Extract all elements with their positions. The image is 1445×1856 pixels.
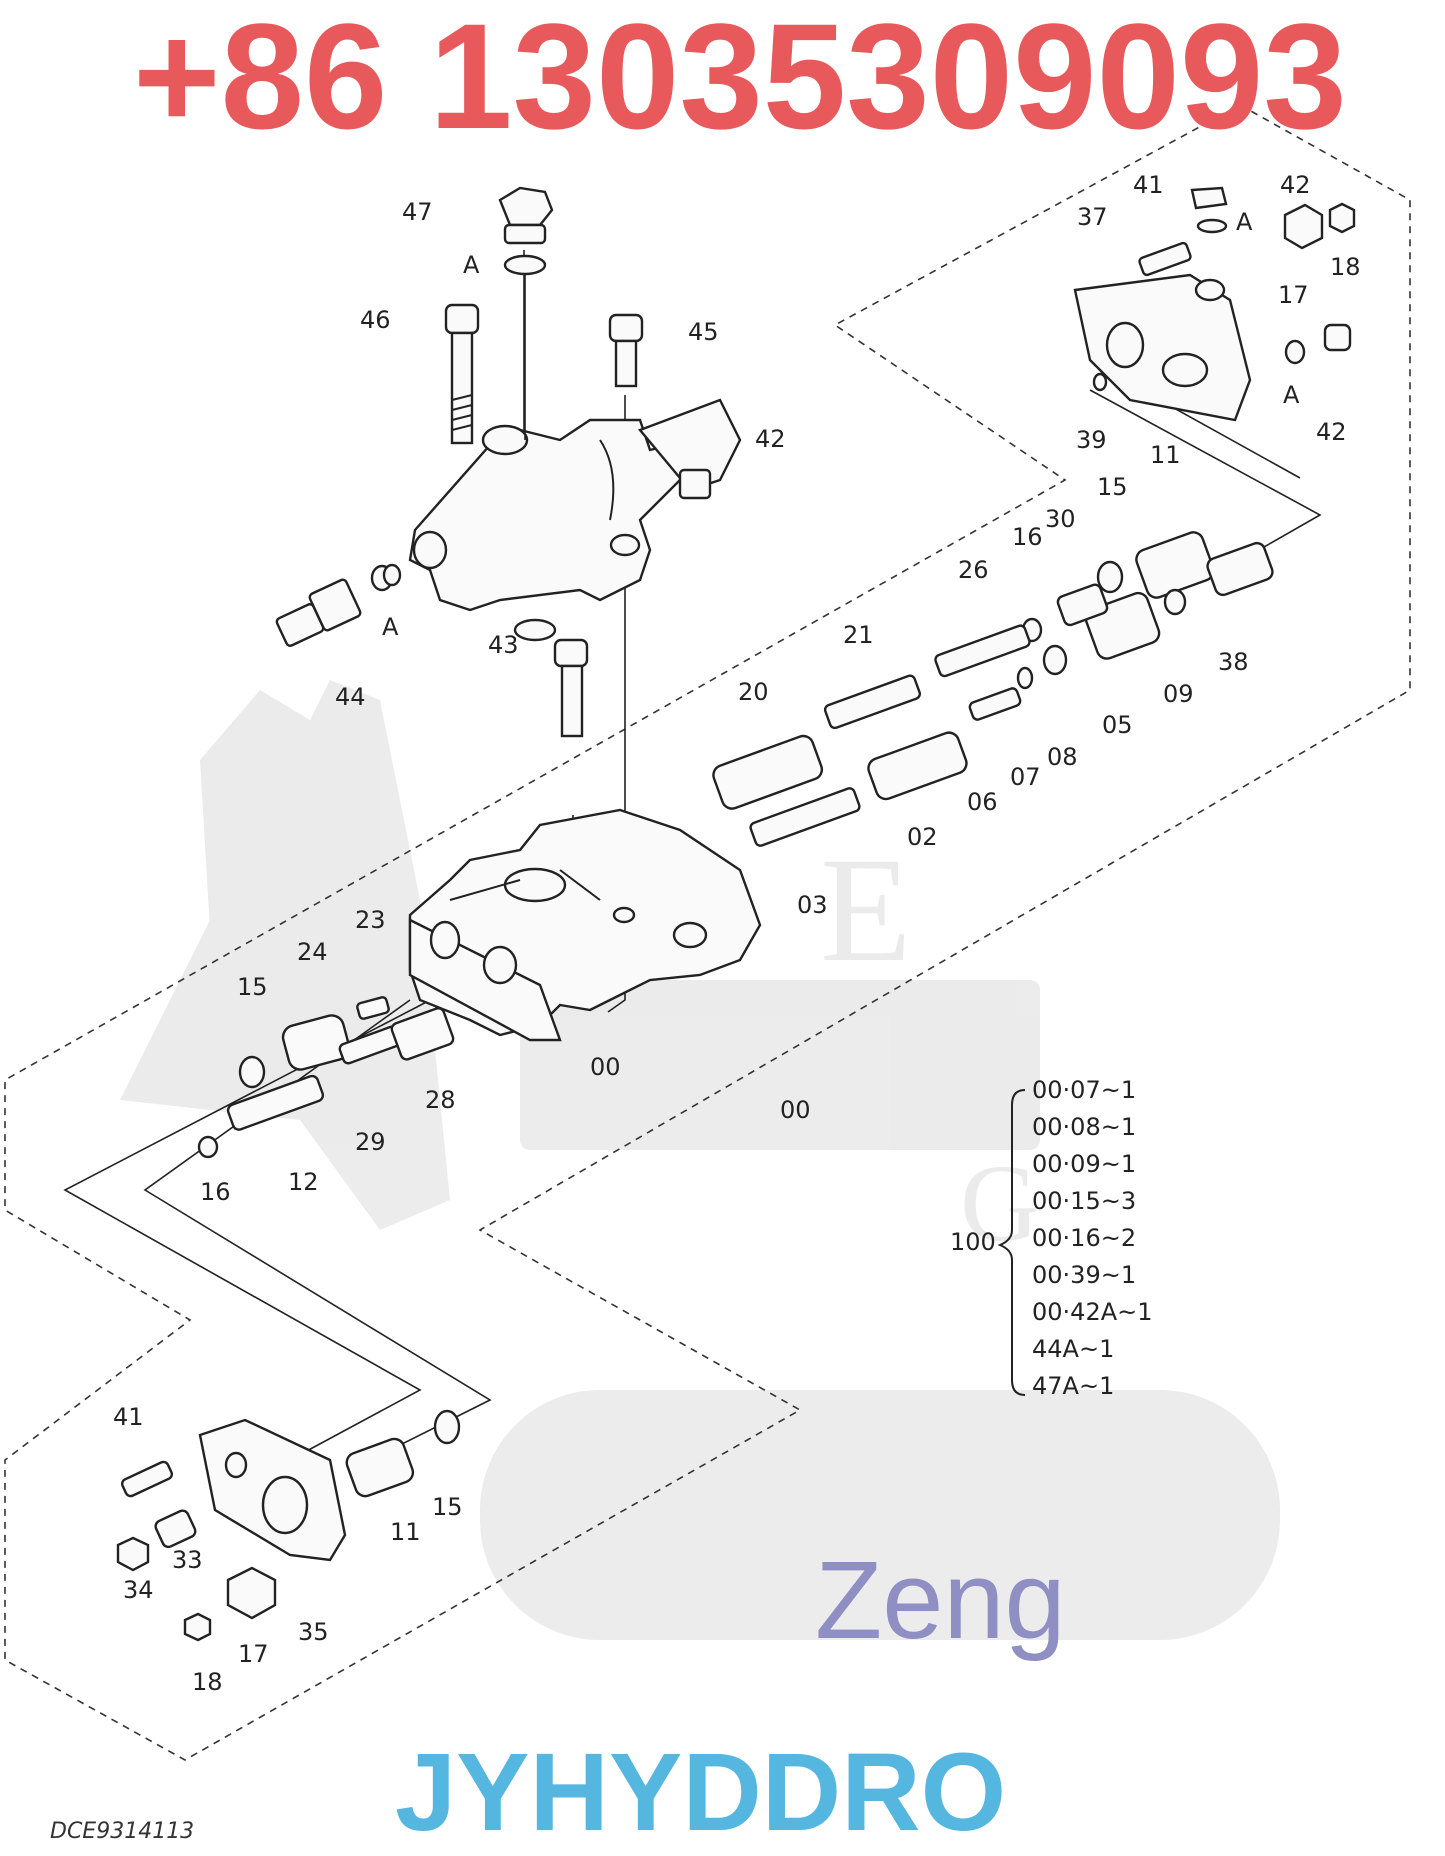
callout-26: 26 <box>958 556 989 584</box>
callout-15-top: 15 <box>1097 473 1128 501</box>
diagram-code: DCE9314113 <box>50 1819 194 1844</box>
callout-03: 03 <box>797 891 828 919</box>
callout-42-bottom-a: A <box>1283 381 1300 409</box>
callout-29: 29 <box>355 1128 386 1156</box>
bolt-46 <box>444 303 480 445</box>
logo-letter-n: N <box>900 973 987 1106</box>
callout-02: 02 <box>907 823 938 851</box>
callout-23: 23 <box>355 906 386 934</box>
kit-item: 47A~1 <box>1032 1372 1114 1400</box>
kit-list: 100 00·07~1 00·08~1 00·09~1 00·15~3 00·1… <box>950 1076 1153 1400</box>
callout-06: 06 <box>967 788 998 816</box>
brand-watermark: JYHYDDRO <box>395 1731 1006 1854</box>
callout-05: 05 <box>1102 711 1133 739</box>
callout-43: 43 <box>488 631 519 659</box>
callout-12: 12 <box>288 1168 319 1196</box>
callout-30: 30 <box>1045 505 1076 533</box>
phone-watermark: +86 13035309093 <box>133 0 1347 160</box>
callout-07: 07 <box>1010 763 1041 791</box>
logo-letter-e: E <box>820 827 912 993</box>
callout-44a: A <box>382 613 399 641</box>
callout-11-top: 11 <box>1150 441 1181 469</box>
callout-00-body: 00 <box>590 1053 621 1081</box>
zeng-watermark: Zeng <box>815 1539 1066 1662</box>
callout-labels: 47 A 46 45 42 44 A 43 41 42 A 37 18 17 3… <box>113 171 1361 1696</box>
callout-41-bottom: 41 <box>113 1403 144 1431</box>
kit-item: 00·42A~1 <box>1032 1298 1153 1326</box>
callout-33: 33 <box>172 1546 203 1574</box>
callout-45: 45 <box>688 318 719 346</box>
callout-08: 08 <box>1047 743 1078 771</box>
callout-00-group: 00 <box>780 1096 811 1124</box>
dashed-group-outlines <box>4 104 1411 1761</box>
left-spool-parts <box>197 996 455 1159</box>
plug-47 <box>498 186 554 440</box>
callout-34: 34 <box>123 1576 154 1604</box>
callout-09: 09 <box>1163 680 1194 708</box>
callout-20: 20 <box>738 678 769 706</box>
callout-21: 21 <box>843 621 874 649</box>
callout-47: 47 <box>402 198 433 226</box>
callout-42-main: 42 <box>755 425 786 453</box>
callout-39: 39 <box>1076 426 1107 454</box>
kit-item: 00·08~1 <box>1032 1113 1136 1141</box>
kit-item: 00·09~1 <box>1032 1150 1136 1178</box>
cover-37 <box>1073 186 1356 422</box>
lower-cover-35 <box>116 1409 461 1642</box>
callout-42-top: 42 <box>1280 171 1311 199</box>
callout-18-bottom: 18 <box>192 1668 223 1696</box>
bolt-45 <box>608 313 644 388</box>
kit-item: 00·07~1 <box>1032 1076 1136 1104</box>
callout-28: 28 <box>425 1086 456 1114</box>
kit-item: 00·16~2 <box>1032 1224 1136 1252</box>
callout-15-mid: 15 <box>237 973 268 1001</box>
main-valve-body-00 <box>408 808 762 1042</box>
callout-47a: A <box>463 251 480 279</box>
callout-17-bottom: 17 <box>238 1640 269 1668</box>
background-logo-watermark: Z E N G <box>120 680 1280 1640</box>
callout-38: 38 <box>1218 648 1249 676</box>
callout-41-top: 41 <box>1133 171 1164 199</box>
callout-46: 46 <box>360 306 391 334</box>
kit-label: 100 <box>950 1228 996 1256</box>
kit-item: 00·39~1 <box>1032 1261 1136 1289</box>
callout-37: 37 <box>1077 203 1108 231</box>
kit-item: 44A~1 <box>1032 1335 1114 1363</box>
callout-35: 35 <box>298 1618 329 1646</box>
callout-42-bottom: 42 <box>1316 418 1347 446</box>
callout-16-mid: 16 <box>200 1178 231 1206</box>
callout-18-top: 18 <box>1330 253 1361 281</box>
center-spools <box>712 531 1274 847</box>
kit-brace <box>997 1089 1026 1396</box>
kit-item: 00·15~3 <box>1032 1187 1136 1215</box>
callout-24: 24 <box>297 938 328 966</box>
callout-15-bottom: 15 <box>432 1493 463 1521</box>
bolt-43 <box>553 638 589 738</box>
callout-11-bottom: 11 <box>390 1518 421 1546</box>
sensor-44 <box>275 563 402 647</box>
logo-letter-g: G <box>960 1142 1039 1264</box>
callout-44: 44 <box>335 683 366 711</box>
callout-16-top: 16 <box>1012 523 1043 551</box>
callout-17-top: 17 <box>1278 281 1309 309</box>
upper-valve-body <box>408 398 742 642</box>
callout-42-top-a: A <box>1236 208 1253 236</box>
